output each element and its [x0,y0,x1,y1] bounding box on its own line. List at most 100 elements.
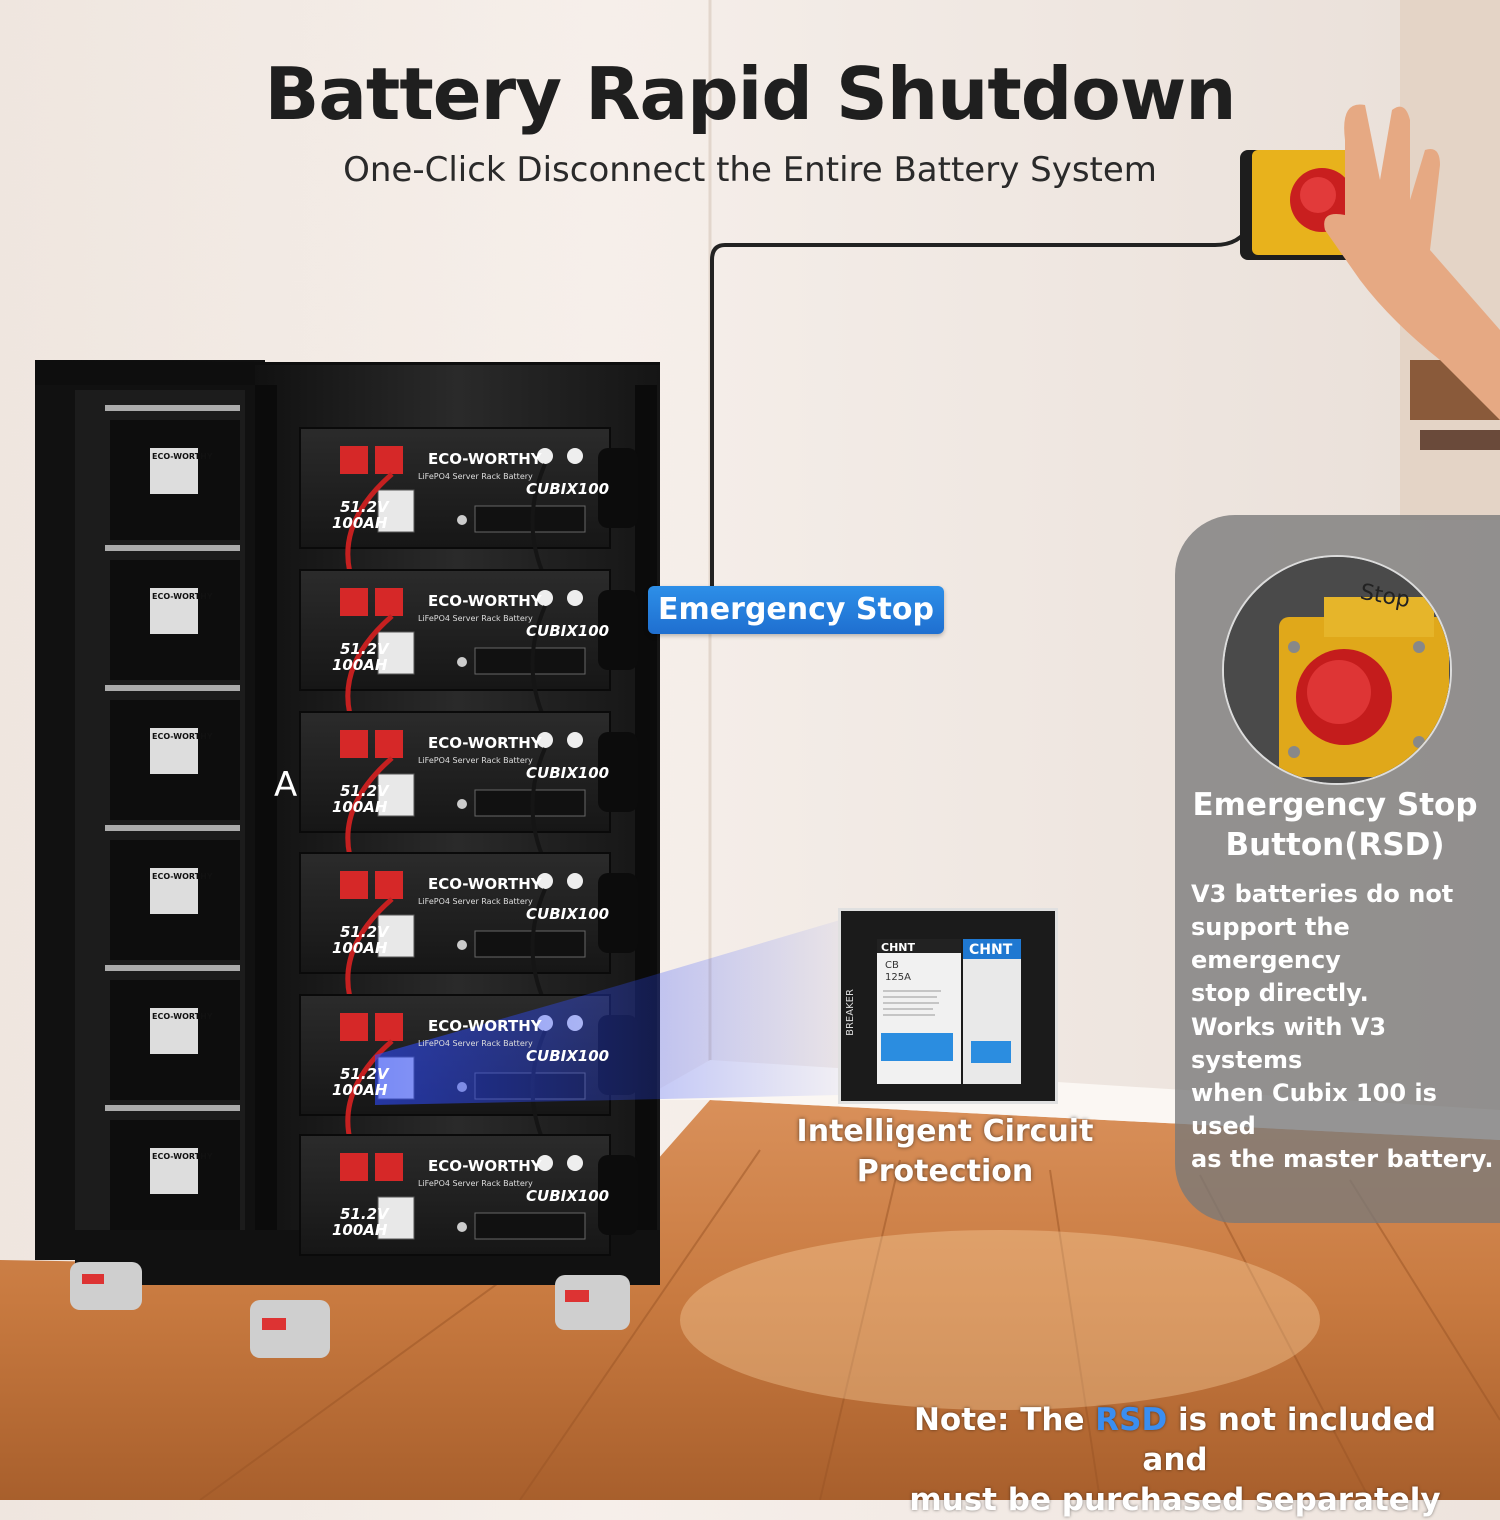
module-capacity-6: 100AH [332,1221,388,1239]
module-capacity-5: 100AH [332,1081,388,1099]
module-knob-a-3 [537,732,553,748]
terminal-pos-5 [375,1013,403,1041]
module-handle-2 [598,590,638,670]
module-ports-1 [474,505,586,533]
module-knob-a-6 [537,1155,553,1171]
footnote-prefix: Note: The [913,1402,1096,1438]
module-ports-4 [474,930,586,958]
module-knob-b-6 [567,1155,583,1171]
module-model-1: CUBIX100 [526,480,610,498]
black-cable-2 [530,605,547,721]
footnote-highlight: RSD [1095,1402,1168,1438]
module-knob-a-1 [537,448,553,464]
module-subbrand-3: LiFePO4 Server Rack Battery [418,756,533,765]
black-cable-4 [530,888,547,1004]
page-title: Battery Rapid Shutdown [264,52,1236,136]
breaker-brand-right: CHNT [969,942,1013,958]
module-knob-b-2 [567,590,583,606]
panel-title-line1: Emergency Stop [1192,787,1478,823]
module-subbrand-1: LiFePO4 Server Rack Battery [418,472,533,481]
footnote-suffix: is not included and [1142,1402,1437,1478]
rack-mark: A [274,765,298,805]
terminal-pos-6 [375,1153,403,1181]
breaker-side-text: BREAKER [844,989,856,1036]
panel-text-block1: V3 batteries do not support the emergenc… [1191,878,1496,1010]
module-ports-3 [474,789,586,817]
module-handle-3 [598,732,638,812]
module-subbrand-4: LiFePO4 Server Rack Battery [418,897,533,906]
breaker-spec-amp: 125A [885,972,911,983]
panel-text-line3: stop directly. [1191,979,1369,1007]
module-brand-3: ECO-WORTHY [428,734,542,752]
side-brand-label-2: ECO-WORTHY [152,592,213,601]
breaker-icon [859,939,1021,1084]
module-ports-6 [474,1212,586,1240]
module-knob-a-2 [537,590,553,606]
module-knob-b-3 [567,732,583,748]
emergency-stop-callout: Emergency Stop [648,586,944,634]
wheel-front-right [555,1275,630,1330]
module-led-6 [457,1222,467,1232]
module-model-3: CUBIX100 [526,764,610,782]
module-brand-1: ECO-WORTHY [428,450,542,468]
module-breaker-3 [377,773,415,817]
module-capacity-4: 100AH [332,939,388,957]
module-ports-2 [474,647,586,675]
footnote-line1: Note: The RSD is not included and [880,1400,1470,1480]
terminal-neg-5 [340,1013,368,1041]
module-led-1 [457,515,467,525]
module-capacity-3: 100AH [332,798,388,816]
terminal-neg-1 [340,446,368,474]
module-model-4: CUBIX100 [526,905,610,923]
breaker-spec-cb: CB [885,960,899,971]
module-knob-b-1 [567,448,583,464]
module-subbrand-6: LiFePO4 Server Rack Battery [418,1179,533,1188]
module-subbrand-2: LiFePO4 Server Rack Battery [418,614,533,623]
module-brand-2: ECO-WORTHY [428,592,542,610]
hand-icon [1324,104,1500,420]
module-voltage-1: 51.2V [340,498,389,516]
wheel-back-left [70,1262,142,1310]
breaker-caption-line2: Protection [856,1154,1034,1189]
module-voltage-5: 51.2V [340,1065,389,1083]
footnote: Note: The RSD is not included and must b… [880,1400,1470,1520]
terminal-pos-2 [375,588,403,616]
panel-text-line4: Works with V3 systems [1191,1013,1387,1074]
module-knob-b-4 [567,873,583,889]
black-cable-3 [530,747,547,863]
module-voltage-4: 51.2V [340,923,389,941]
side-brand-label-5: ECO-WORTHY [152,1012,213,1021]
module-voltage-2: 51.2V [340,640,389,658]
panel-text-line2: support the emergency [1191,913,1350,974]
module-handle-1 [598,448,638,528]
module-breaker-6 [377,1196,415,1240]
module-capacity-2: 100AH [332,656,388,674]
module-subbrand-5: LiFePO4 Server Rack Battery [418,1039,533,1048]
breaker-inset: CHNT CHNT CB 125A BREAKER [838,908,1058,1104]
module-brand-6: ECO-WORTHY [428,1157,542,1175]
module-breaker-1 [377,489,415,533]
footnote-line2: must be purchased separately [909,1482,1441,1518]
page-subtitle: One-Click Disconnect the Entire Battery … [343,150,1157,190]
breaker-caption: Intelligent Circuit Protection [790,1112,1100,1192]
panel-text-line1: V3 batteries do not [1191,880,1454,908]
module-led-2 [457,657,467,667]
black-cable-1 [530,463,547,579]
module-model-5: CUBIX100 [526,1047,610,1065]
module-model-6: CUBIX100 [526,1187,610,1205]
terminal-pos-3 [375,730,403,758]
panel-text-line6: as the master battery. [1191,1145,1494,1173]
terminal-neg-3 [340,730,368,758]
panel-title: Emergency Stop Button(RSD) [1175,785,1495,865]
terminal-pos-4 [375,871,403,899]
module-breaker-4 [377,914,415,958]
module-capacity-1: 100AH [332,514,388,532]
module-knob-a-4 [537,873,553,889]
panel-text-line5: when Cubix 100 is used [1191,1079,1437,1140]
module-handle-4 [598,873,638,953]
module-voltage-3: 51.2V [340,782,389,800]
module-brand-4: ECO-WORTHY [428,875,542,893]
